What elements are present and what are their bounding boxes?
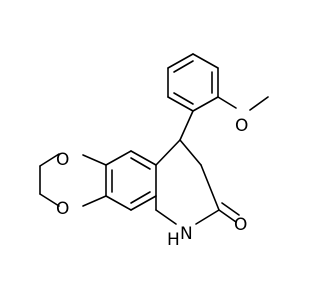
bond — [105, 150, 132, 166]
bond — [217, 96, 237, 109]
atom-label-o-dioxane-bottom: O — [56, 199, 69, 219]
double-bond-inner — [130, 157, 151, 170]
methoxyphenyl-ring — [167, 53, 219, 112]
bond — [105, 195, 132, 211]
bond — [200, 164, 220, 211]
chemical-structure-diagram: O O O N H O — [39, 53, 269, 250]
bond — [155, 209, 177, 225]
structure-canvas: O O O N H O — [39, 53, 269, 250]
double-bond-inner — [173, 92, 194, 105]
bond — [249, 96, 269, 111]
bond — [39, 153, 60, 167]
central-benzene-ring — [105, 150, 157, 211]
atom-label-o-dioxane-top: O — [56, 150, 69, 170]
atom-label-o-carbonyl: O — [234, 215, 247, 235]
bond — [192, 96, 219, 112]
double-bond-inner — [173, 60, 194, 73]
methoxy-group — [217, 96, 269, 111]
bond — [218, 209, 237, 223]
bond — [39, 193, 60, 207]
dioxane-ring — [39, 153, 107, 207]
bond — [155, 139, 181, 166]
bond — [167, 53, 194, 69]
bond — [130, 150, 157, 166]
bond — [167, 96, 194, 112]
atom-label-o-methoxy: O — [235, 116, 248, 136]
double-bond-inner — [130, 191, 151, 204]
double-bond-inner — [221, 202, 240, 216]
bond — [179, 139, 202, 166]
bond — [195, 209, 220, 225]
carbonyl-group — [218, 202, 240, 223]
atom-label-n-amide: N — [180, 224, 193, 244]
bond — [192, 53, 219, 69]
bond — [82, 154, 107, 166]
lactam-ring — [155, 139, 220, 225]
atom-labels: O O O N H O — [56, 116, 248, 250]
bond — [179, 110, 194, 141]
bond — [82, 195, 107, 207]
bond — [130, 195, 157, 211]
atom-label-h-amide: H — [167, 230, 180, 250]
